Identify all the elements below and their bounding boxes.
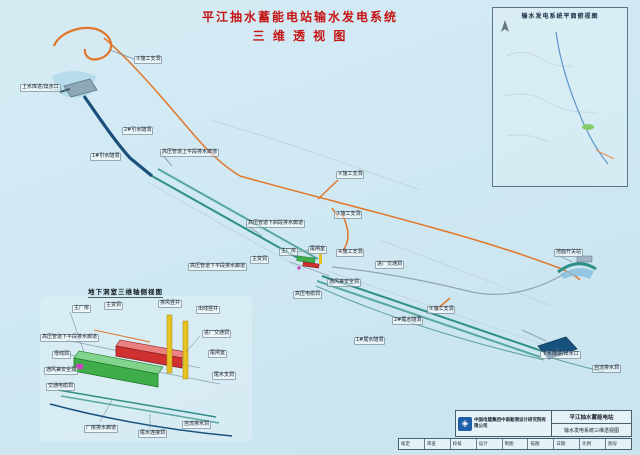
- signature-field: 设计: [477, 439, 503, 449]
- axon-view-title: 地下洞室三维轴侧视图: [88, 288, 163, 298]
- drawing-title-line1: 平江抽水蓄能电站输水发电系统: [201, 10, 398, 24]
- drawing-name: 输水发电系统三维透视图: [563, 427, 619, 434]
- signature-field: 日期: [554, 439, 581, 449]
- signature-field: 校核: [451, 439, 477, 449]
- plan-view-title: 输水发电系统平面俯视图: [521, 13, 599, 20]
- drawing-title-line2: 三 维 透 视 图: [252, 29, 348, 43]
- plan-view-inset: 输水发电系统平面俯视图: [492, 7, 628, 187]
- diversion-tunnels: [151, 168, 319, 267]
- access-tunnel: [331, 266, 567, 295]
- signature-field: 图号: [608, 442, 618, 447]
- signature-field: 描图: [528, 439, 555, 449]
- drawing-title: 平江抽水蓄能电站输水发电系统 三 维 透 视 图: [160, 8, 440, 44]
- dam-and-switchyard: [557, 255, 597, 279]
- tailrace-tunnels: [316, 275, 549, 358]
- upper-intake-structure: [59, 78, 98, 98]
- company-name: 中国电建集团中南勘测设计研究院有限公司: [474, 417, 546, 429]
- plan-inset-drawing: [501, 20, 615, 165]
- project-name: 平江抽水蓄能电站: [552, 411, 631, 424]
- signature-field: 审查: [425, 439, 451, 449]
- company-logo: ◈: [458, 416, 472, 431]
- title-block: ◈ 中国电建集团中南勘测设计研究院有限公司 平江抽水蓄能电站 输水发电系统三维透…: [455, 410, 632, 437]
- title-block-drawing-cell: 平江抽水蓄能电站 输水发电系统三维透视图: [552, 411, 631, 436]
- access-road: [52, 26, 113, 61]
- penstock-upper: [82, 95, 154, 178]
- signature-field: 比例: [580, 439, 607, 449]
- axon-inset-drawing: [40, 296, 252, 442]
- powerhouse-cluster: [289, 247, 331, 277]
- title-block-signature-strip: 核定审查校核设计制图描图日期比例图号: [398, 438, 632, 450]
- signature-field: 制图: [503, 439, 529, 449]
- signature-field: 核定: [399, 439, 425, 449]
- title-block-company-cell: ◈ 中国电建集团中南勘测设计研究院有限公司: [456, 411, 552, 436]
